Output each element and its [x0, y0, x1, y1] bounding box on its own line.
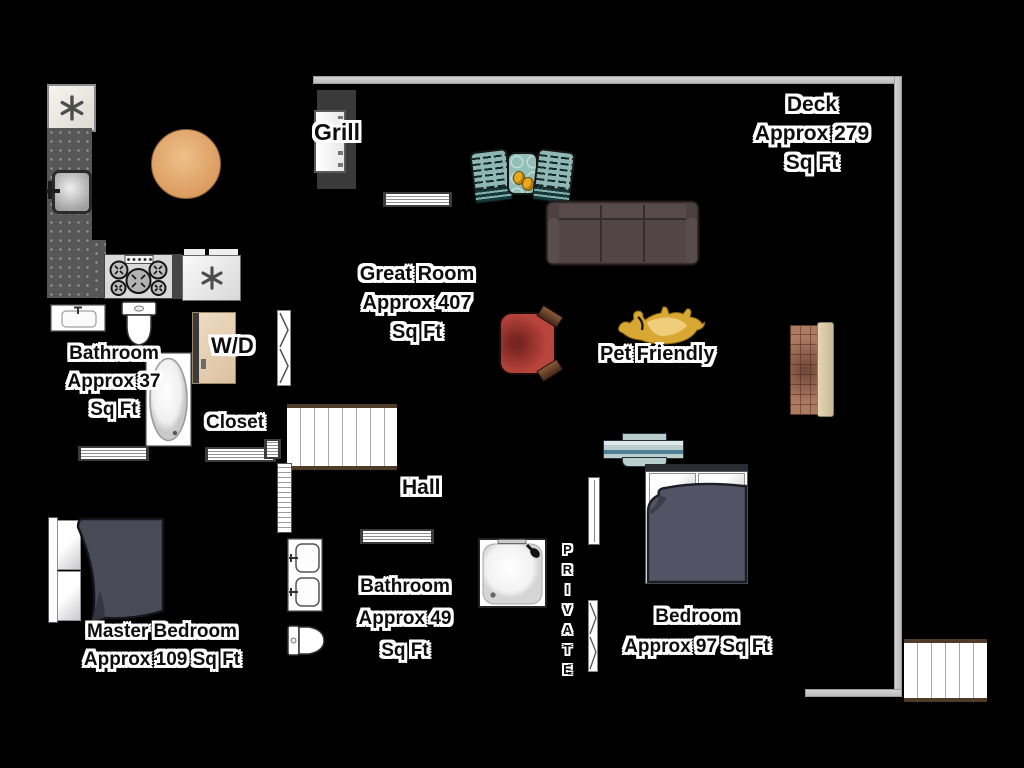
small-mat: [264, 439, 281, 459]
bed-headboard: [48, 517, 58, 623]
asterisk-icon: [200, 266, 223, 290]
private-label: PRIVATE: [560, 542, 575, 682]
counter-strip-right: [209, 249, 238, 255]
bed-blanket: [646, 482, 748, 584]
deck-label: Deck Approx 279 Sq Ft: [755, 90, 869, 177]
bifold-closet-door: [588, 600, 598, 672]
kitchen-counter-corner: [92, 240, 106, 298]
toilet: [287, 625, 325, 656]
room-area: Approx 37: [67, 371, 161, 392]
bathroom-hall-label: Bathroom Approx 49 Sq Ft: [359, 571, 452, 667]
room-area: Sq Ft: [381, 640, 429, 661]
accent-armchair: [499, 304, 564, 383]
shower: [478, 538, 547, 608]
room-area: Approx 97 Sq Ft: [624, 636, 770, 657]
bathtub: [145, 352, 192, 447]
washer-dryer-label: W/D: [211, 333, 254, 358]
pet-friendly-label: Pet Friendly: [600, 343, 715, 365]
kitchen-wall-segment: [173, 254, 182, 299]
hall-label: Hall: [402, 476, 441, 499]
room-area: Sq Ft: [90, 399, 138, 420]
room-name: Deck: [786, 93, 838, 116]
room-name: Bathroom: [69, 343, 159, 364]
armchair-arm: [536, 304, 564, 329]
master-bedroom-door: [277, 463, 292, 533]
bed-headboard: [645, 464, 748, 471]
bedroom-label: Bedroom Approx 97 Sq Ft: [624, 602, 770, 662]
bathroom-vanity-sink: [50, 304, 106, 332]
sofa: [545, 200, 700, 266]
grill-label: Grill: [314, 119, 361, 145]
washer-dryer: [192, 312, 236, 384]
kitchen-table: [151, 129, 221, 199]
refrigerator: [47, 84, 96, 132]
great-room-label: Great Room Approx 407 Sq Ft: [360, 260, 474, 347]
grill-lid: [314, 110, 346, 173]
bifold-closet-door: [277, 310, 291, 386]
stove-cooktop: [104, 254, 173, 299]
room-name: Great Room: [359, 263, 475, 285]
pillow: [57, 571, 81, 621]
pillow: [57, 520, 81, 570]
bedroom-window: [588, 477, 600, 545]
room-area: Sq Ft: [785, 151, 839, 174]
fireplace-brick: [790, 325, 820, 415]
room-area: Approx 407: [362, 292, 472, 314]
armchair-arm: [536, 358, 564, 383]
wall-top: [313, 76, 902, 84]
bath-mat: [78, 446, 149, 461]
room-area: Approx 49: [358, 608, 452, 629]
bed-blanket: [76, 517, 165, 622]
bath-mat: [360, 529, 434, 544]
room-area: Sq Ft: [392, 321, 442, 343]
grill-knobs: [338, 116, 343, 167]
room-area: Approx 109 Sq Ft: [83, 649, 241, 670]
bed-queen: [645, 464, 748, 584]
hall-stairs: [287, 404, 397, 470]
wall-bottom-right: [805, 689, 902, 697]
bed-master: [48, 517, 166, 623]
fireplace-hearth: [817, 322, 834, 417]
master-bedroom-label: Master Bedroom Approx 109 Sq Ft: [84, 618, 240, 674]
bathroom-top-label: Bathroom Approx 37 Sq Ft: [68, 340, 161, 424]
dog-illustration: [618, 306, 705, 345]
room-name: Bathroom: [360, 576, 450, 597]
room-name: Master Bedroom: [87, 621, 237, 642]
closet-label: Closet: [206, 412, 265, 433]
room-name: Bedroom: [655, 606, 739, 627]
dresser-bottom: [622, 457, 667, 467]
dishwasher: [182, 255, 241, 301]
closet-mat: [205, 447, 276, 462]
counter-strip-left: [184, 249, 205, 255]
deck-chair-right: [531, 147, 576, 205]
deck-bench: [383, 192, 452, 207]
room-area: Approx 279: [754, 122, 870, 145]
wall-right: [894, 76, 902, 697]
kitchen-sink: [46, 170, 92, 214]
asterisk-icon: [60, 95, 83, 121]
toilet: [121, 301, 157, 346]
double-vanity-sink: [287, 538, 323, 612]
exterior-stairs: [904, 639, 987, 702]
